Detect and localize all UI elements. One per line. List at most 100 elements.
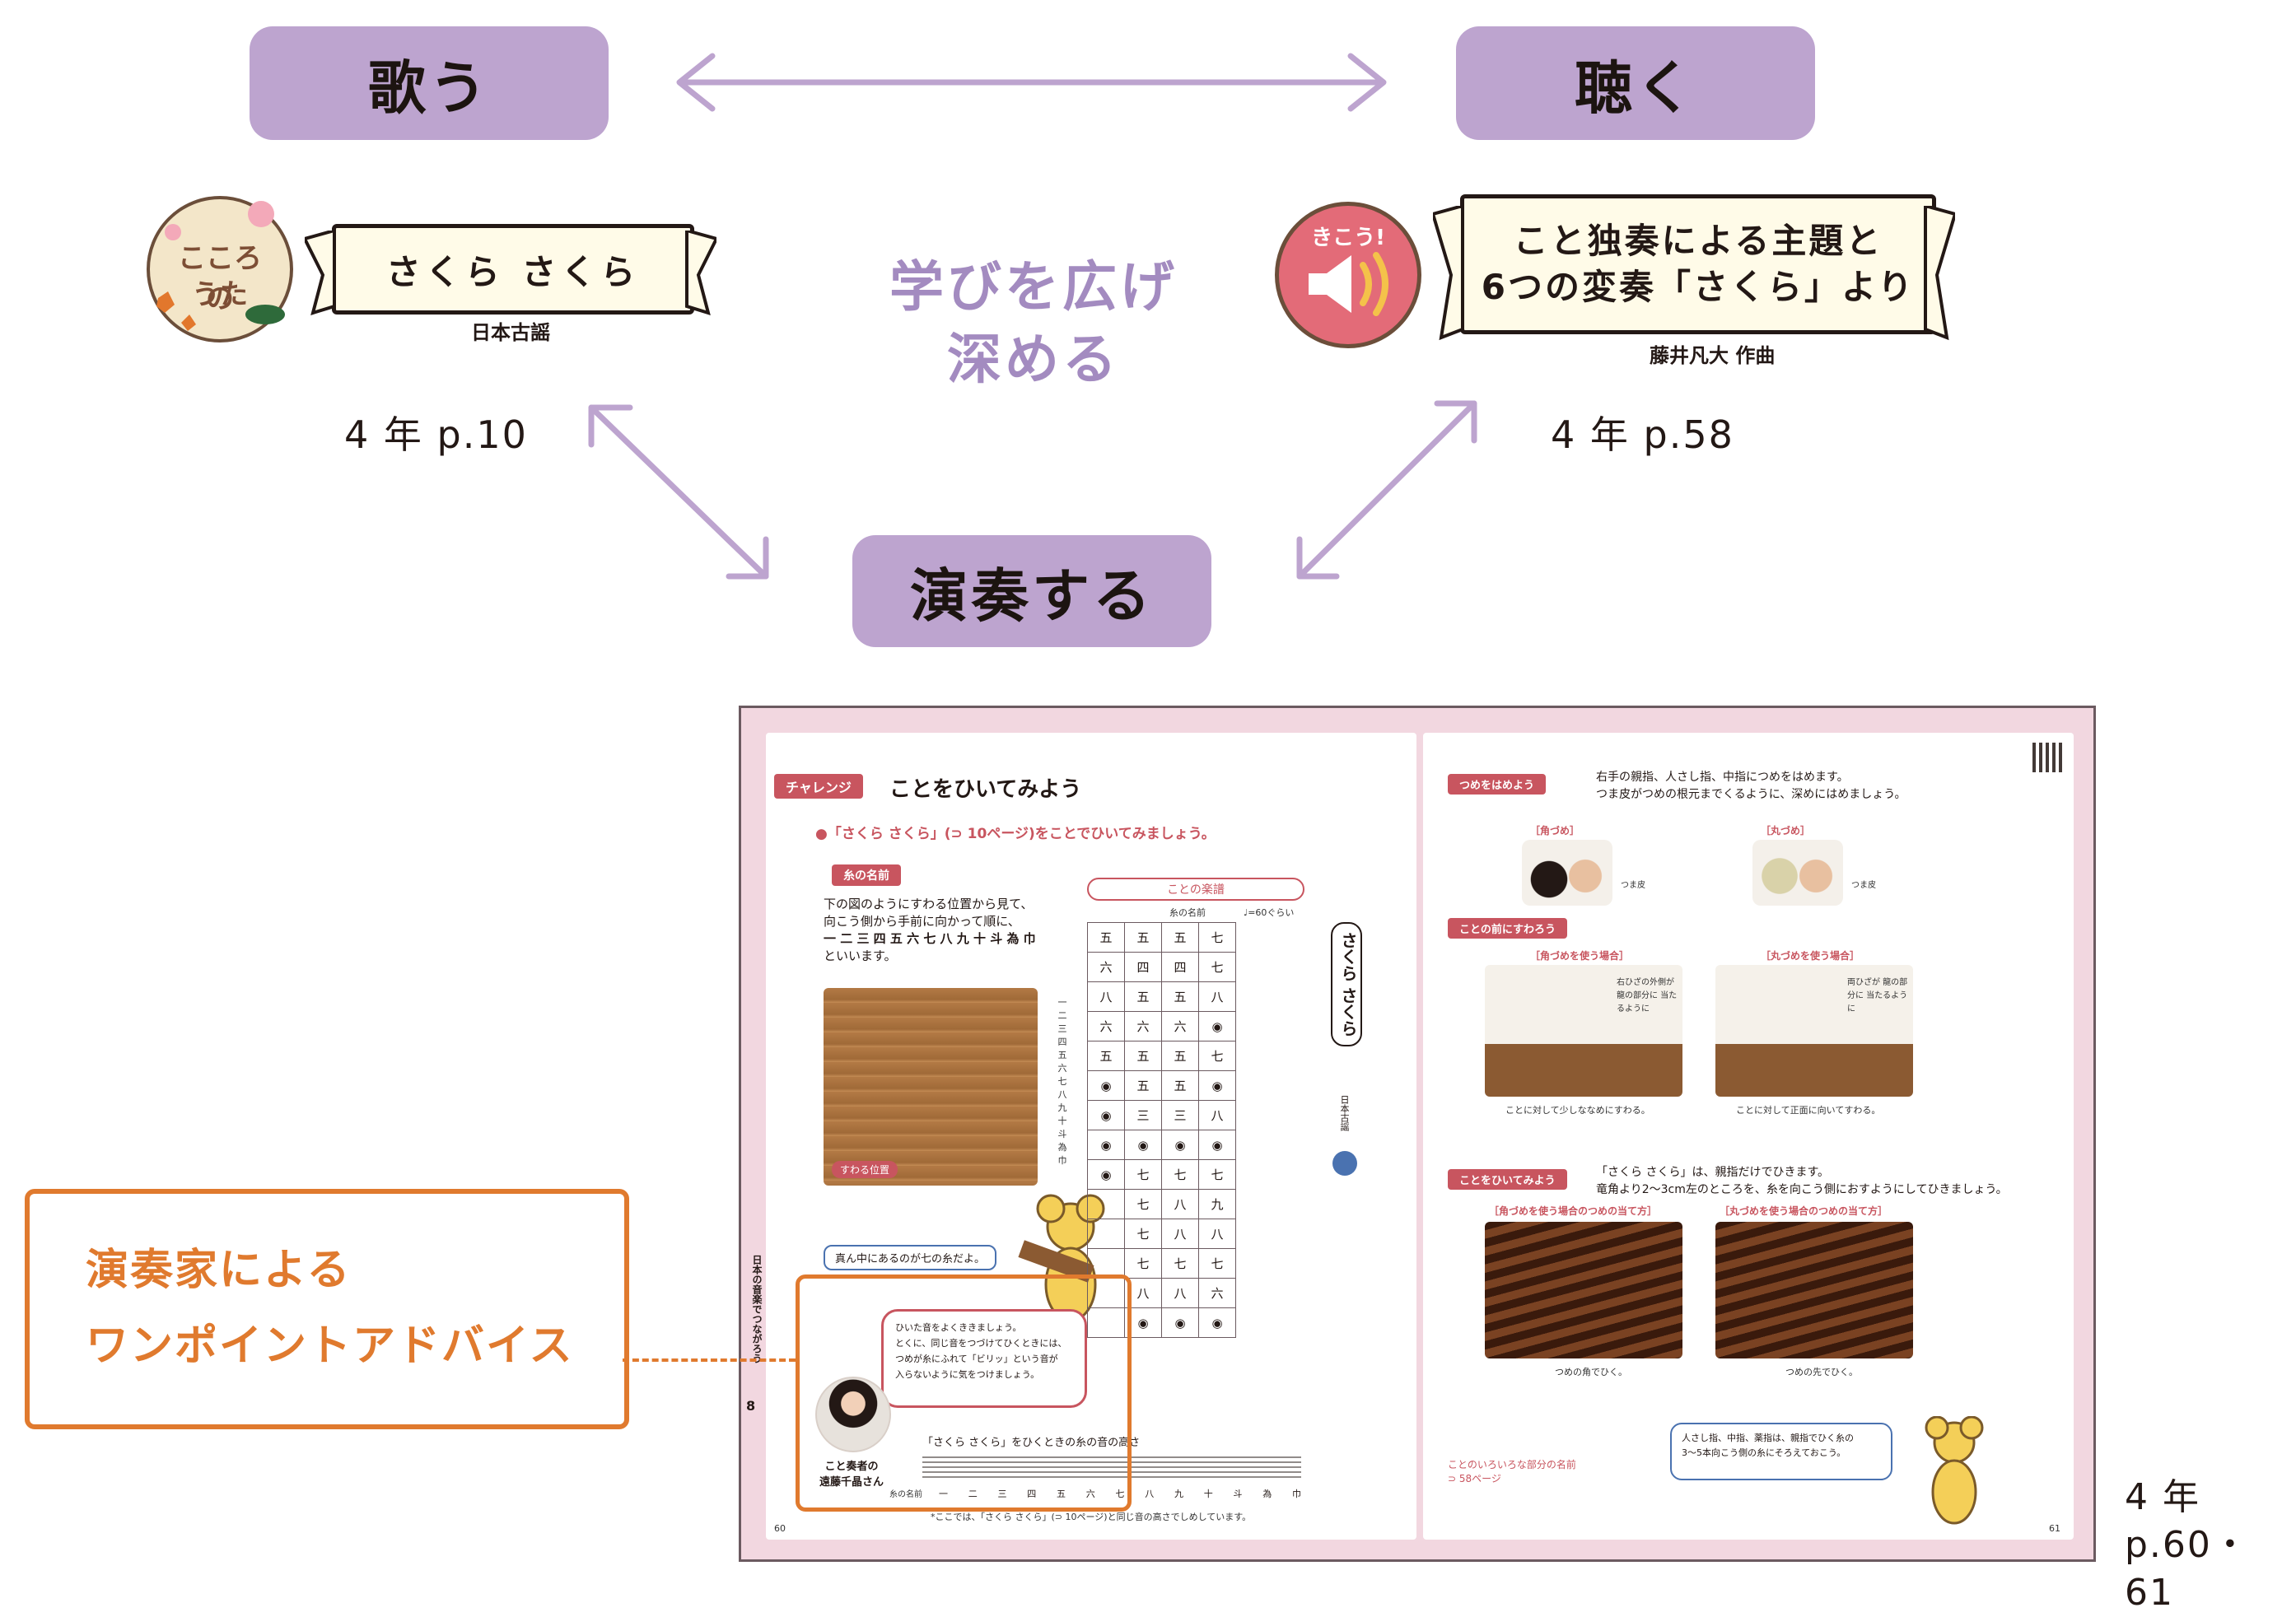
string-names-line3: 一 二 三 四 五 六 七 八 九 十 斗 為 巾 [824,931,1036,946]
score-cell: 八 [1161,1278,1199,1308]
maru-case-label: ［丸づめを使う場合］ [1761,950,1860,962]
score-cell: 七 [1161,1159,1199,1190]
kaku-tsume-label: ［角づめ］ [1530,825,1580,836]
callout-line2: ワンポイントアドバイス [86,1321,574,1371]
score-cell: 八 [1198,1100,1236,1130]
maru-note: 両ひざが 龍の部分に 当たるように [1847,978,1908,1014]
maru-strike-caption: つめの先でひく。 [1785,1367,1858,1377]
pitch-string-name: 四 [1027,1489,1037,1499]
pitch-string-name: 巾 [1292,1489,1301,1499]
score-row: 七八九 [1087,1189,1236,1219]
score-cell: 八 [1198,1219,1236,1249]
sing-label: 歌う [368,54,490,122]
score-cell: 七 [1198,1248,1236,1279]
score-cell: ◉ [1161,1130,1199,1160]
center-line2: 深める [947,328,1120,391]
score-cell: 六 [1198,1278,1236,1308]
play-line1: 「さくら さくら」は、親指だけでひきます。 [1596,1166,1830,1179]
score-cell: 五 [1087,1041,1125,1071]
textbook-spread: チャレンジ ことをひいてみよう ●「さくら さくら」(⊃ 10ページ)をことでひ… [739,706,2096,1562]
mouse-mascot-left [1018,1194,1105,1322]
play-text: 「さくら さくら」は、親指だけでひきます。 竜角より2〜3cm左のところを、糸を… [1596,1164,2008,1199]
performer-line2: 遠藤千晶さん [819,1476,884,1489]
score-row: ◉七七七 [1087,1159,1236,1190]
textbook-page-right: つめをはめよう 右手の親指、人さし指、中指につめをはめます。 つま皮がつめの根元… [1423,733,2074,1540]
score-cell: 八 [1161,1189,1199,1219]
score-cell: 九 [1198,1189,1236,1219]
score-row: 五五五七 [1087,1041,1236,1071]
koto-page-ref: 4 年 p.58 [1551,412,1734,457]
page-number-right: 61 [2049,1523,2060,1534]
advice-highlight-frame [796,1274,1132,1512]
kikou-label: きこう! [1311,226,1385,250]
parts-link[interactable]: ことのいろいろな部分の名前 ⊃ 58ページ [1448,1457,1576,1485]
score-cell: 五 [1161,922,1199,953]
perform-label: 演奏する [910,562,1154,630]
score-row: ◉三三八 [1087,1100,1236,1130]
arrow-sing-perform [588,404,769,580]
pitch-string-name: 一 [939,1489,948,1499]
string-index-column: 一二三四五六七八九十斗為巾 [1057,997,1067,1166]
pitch-string-name: 六 [1085,1489,1095,1499]
string-names-line4: といいます。 [824,948,897,963]
koto-variations-banner: こと独奏による主題と 6つの変奏「さくら」より [1460,194,1936,334]
score-cell: 六 [1087,952,1125,982]
textbook-page-ref: 4 年 p.60・61 [2125,1474,2296,1617]
pitch-string-name: 為 [1262,1489,1272,1499]
badge-line1: こころの [178,242,262,315]
textbook-heading: ことをひいてみよう [889,777,1082,802]
score-table: 五五五七六四四七八五五八六六六◉五五五七◉五五◉◉三三八◉◉◉◉◉七七七七八九七… [1087,922,1236,1338]
score-row: 六四四七 [1087,952,1236,982]
score-cell: ◉ [1087,1100,1125,1130]
textbook-intro: ●「さくら さくら」(⊃ 10ページ)をことでひいてみましょう。 [815,826,1216,842]
middle-string-note: 真ん中にあるのが七の糸だよ。 [824,1245,997,1270]
callout-connector [623,1358,796,1362]
tsume-tag: つめをはめよう [1448,774,1547,795]
maru-caption: ことに対して正面に向いてすわる。 [1736,1105,1881,1116]
maru-strike-label: ［丸づめを使う場合のつめの当て方］ [1720,1205,1888,1217]
play-line2: 竜角より2〜3cm左のところを、糸を向こう側におすようにしてひきましょう。 [1596,1183,2008,1196]
performer-line1: こと奏者の [824,1461,879,1473]
performer-avatar [815,1377,891,1452]
callout-line1: 演奏家による [86,1246,352,1295]
qr-code-icon [2032,743,2062,772]
score-cell: 七 [1161,1248,1199,1279]
pitch-string-row: 一二三四五六七八九十斗為巾 [939,1487,1301,1500]
score-cell: 五 [1161,1070,1199,1101]
score-cell: 六 [1087,1011,1125,1041]
ribbon-tails-right [1433,206,1955,341]
pitch-string-name: 三 [997,1489,1007,1499]
pitch-string-name: 二 [968,1489,978,1499]
score-cell: 三 [1161,1100,1199,1130]
score-cell: ◉ [1198,1307,1236,1338]
play-tag: ことをひいてみよう [1448,1169,1567,1190]
score-header: 糸の名前 [1169,907,1206,918]
score-row: 八五五八 [1087,981,1236,1012]
headphone-icon [1332,1151,1357,1176]
sing-pill: 歌う [250,26,609,140]
arrows-svg [588,53,1477,580]
score-row: ◉五五◉ [1087,1070,1236,1101]
score-cell: ◉ [1198,1011,1236,1041]
score-cell: 五 [1124,1041,1162,1071]
score-tag: ことの楽譜 [1087,878,1304,901]
koto-photo [824,988,1038,1186]
score-cell: 六 [1161,1011,1199,1041]
maru-strike-photo [1715,1222,1913,1358]
arrow-listen-perform [1296,400,1477,580]
textbook-page-left: チャレンジ ことをひいてみよう ●「さくら さくら」(⊃ 10ページ)をことでひ… [743,733,1416,1540]
kaku-strike-photo [1485,1222,1682,1358]
score-row: 七七七 [1087,1248,1236,1279]
maru-tsume-label: ［丸づめ］ [1761,825,1811,836]
finger-note-bubble: 人さし指、中指、薬指は、親指でひく糸の 3〜5本向こう側の糸にそろえておこう。 [1670,1423,1892,1480]
score-row: 七八八 [1087,1219,1236,1249]
score-cell: ◉ [1198,1130,1236,1160]
score-cell: 六 [1124,1011,1162,1041]
score-cell: ◉ [1087,1070,1125,1101]
sakura-page-ref: 4 年 p.10 [344,412,528,457]
page-number-left: 60 [774,1523,786,1534]
score-cell [1087,1307,1125,1338]
score-cell: ◉ [1198,1070,1236,1101]
score-cell: 五 [1124,922,1162,953]
score-cell: 五 [1161,981,1199,1012]
